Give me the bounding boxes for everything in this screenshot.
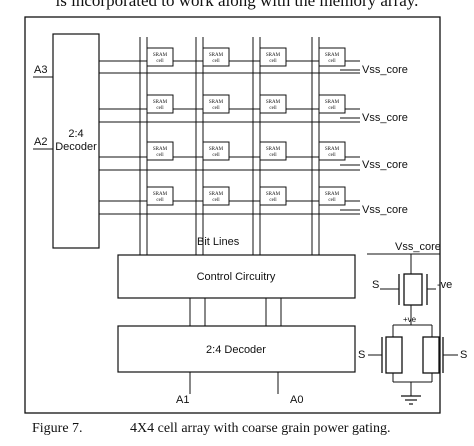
a2-input-label: A2 bbox=[34, 136, 47, 148]
svg-text:SRAM: SRAM bbox=[153, 100, 168, 105]
vss-label-row4: Vss_core bbox=[362, 204, 408, 216]
svg-text:SRAM: SRAM bbox=[325, 100, 340, 105]
vss-label-row3: Vss_core bbox=[362, 159, 408, 171]
a0-input-label: A0 bbox=[290, 394, 303, 406]
svg-text:cell: cell bbox=[212, 59, 220, 64]
top-switch-transistor bbox=[380, 273, 436, 306]
row-decoder-label-name: Decoder bbox=[55, 141, 97, 153]
svg-text:SRAM: SRAM bbox=[266, 147, 281, 152]
switch-pos-label: +ve bbox=[403, 315, 417, 324]
svg-text:cell: cell bbox=[269, 198, 277, 203]
memory-array-diagram: 2:4 Decoder A3 A2 Vss_core Vss_core Vss_… bbox=[24, 16, 467, 414]
column-decoder-label: 2:4 Decoder bbox=[206, 344, 266, 356]
a1-input-label: A1 bbox=[176, 394, 189, 406]
svg-text:cell: cell bbox=[156, 198, 164, 203]
switch-neg-label: -ve bbox=[437, 279, 452, 291]
svg-text:SRAM: SRAM bbox=[209, 53, 224, 58]
svg-text:cell: cell bbox=[328, 198, 336, 203]
right-switch-transistor bbox=[422, 325, 458, 382]
bit-lines-label: Bit Lines bbox=[197, 236, 240, 248]
svg-text:SRAM: SRAM bbox=[209, 192, 224, 197]
svg-text:SRAM: SRAM bbox=[209, 100, 224, 105]
vss-label-row1: Vss_core bbox=[362, 64, 408, 76]
vss-label-row2: Vss_core bbox=[362, 112, 408, 124]
outer-frame bbox=[24, 16, 441, 414]
control-to-decoder-lines bbox=[189, 298, 282, 326]
svg-text:SRAM: SRAM bbox=[209, 147, 224, 152]
svg-text:cell: cell bbox=[269, 153, 277, 158]
svg-text:SRAM: SRAM bbox=[153, 147, 168, 152]
control-circuitry-label: Control Circuitry bbox=[197, 271, 276, 283]
svg-text:SRAM: SRAM bbox=[325, 147, 340, 152]
svg-text:SRAM: SRAM bbox=[325, 192, 340, 197]
svg-text:SRAM: SRAM bbox=[325, 53, 340, 58]
svg-text:cell: cell bbox=[156, 106, 164, 111]
figure-caption-text: 4X4 cell array with coarse grain power g… bbox=[130, 421, 391, 436]
svg-text:cell: cell bbox=[212, 153, 220, 158]
row-decoder-block bbox=[52, 33, 100, 249]
svg-text:cell: cell bbox=[156, 153, 164, 158]
row-decoder-label-ratio: 2:4 bbox=[68, 128, 83, 140]
svg-text:cell: cell bbox=[156, 59, 164, 64]
svg-text:SRAM: SRAM bbox=[153, 192, 168, 197]
svg-text:SRAM: SRAM bbox=[266, 192, 281, 197]
figure-number: Figure 7. bbox=[32, 421, 83, 436]
control-circuitry-block bbox=[117, 254, 356, 299]
svg-text:cell: cell bbox=[269, 59, 277, 64]
svg-text:cell: cell bbox=[328, 59, 336, 64]
switch-s-right-label: S bbox=[460, 349, 467, 361]
column-decoder-block bbox=[117, 325, 356, 373]
switch-vss-label: Vss_core bbox=[395, 241, 441, 253]
svg-text:cell: cell bbox=[269, 106, 277, 111]
svg-text:SRAM: SRAM bbox=[153, 53, 168, 58]
left-switch-transistor bbox=[368, 325, 403, 382]
ground-icon bbox=[401, 395, 421, 405]
svg-text:cell: cell bbox=[212, 106, 220, 111]
switch-s-left-label: S bbox=[358, 349, 365, 361]
svg-text:SRAM: SRAM bbox=[266, 53, 281, 58]
a3-input-label: A3 bbox=[34, 64, 47, 76]
svg-text:cell: cell bbox=[212, 198, 220, 203]
svg-text:cell: cell bbox=[328, 153, 336, 158]
svg-text:SRAM: SRAM bbox=[266, 100, 281, 105]
switch-s-top-label: S bbox=[372, 279, 379, 291]
svg-text:cell: cell bbox=[328, 106, 336, 111]
preceding-paragraph-text: is incorporated to work along with the m… bbox=[55, 0, 419, 10]
vss-rails bbox=[340, 69, 360, 211]
